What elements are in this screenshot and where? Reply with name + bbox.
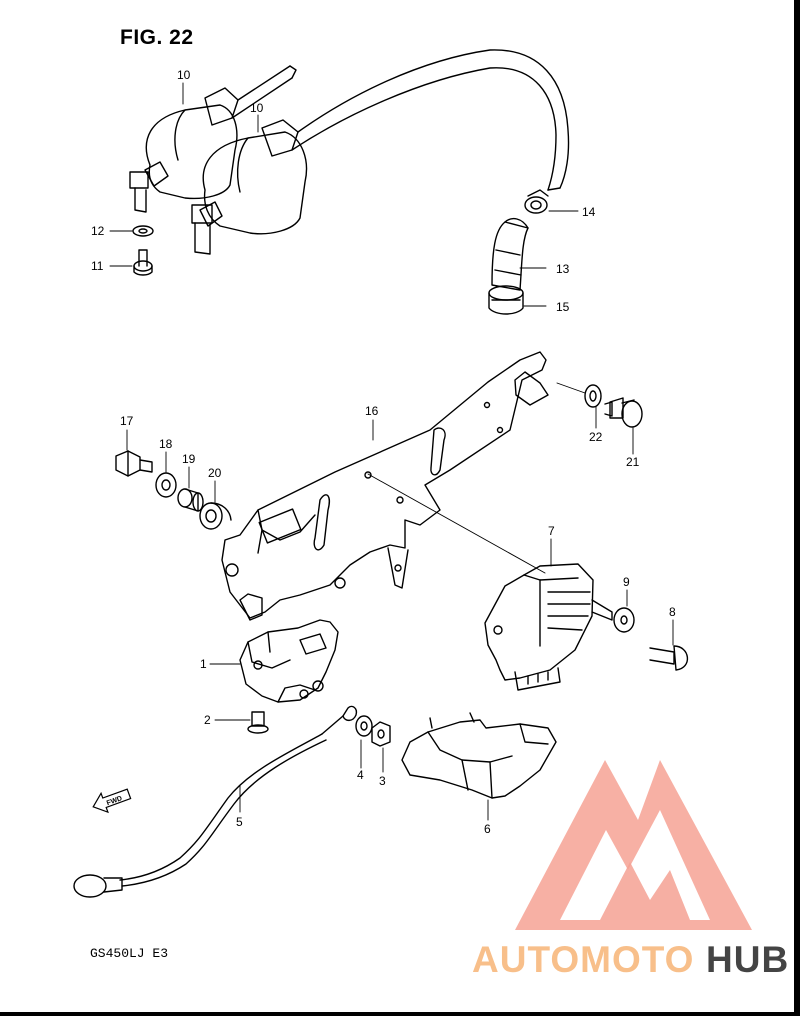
screw-2 <box>247 711 269 734</box>
callout-8: 8 <box>669 605 676 619</box>
washer-9 <box>613 607 635 633</box>
callout-5: 5 <box>236 815 243 829</box>
callout-6: 6 <box>484 822 491 836</box>
collar-19 <box>177 488 204 512</box>
callout-18: 18 <box>159 437 173 451</box>
plug-cap-13 <box>491 217 529 291</box>
bolt-17 <box>115 450 153 477</box>
watermark-text: AUTOMOTO HUB <box>472 939 789 980</box>
regulator-7 <box>484 563 613 691</box>
grommet-20 <box>199 502 232 530</box>
bottom-border <box>0 1012 800 1016</box>
ignition-coil-rear <box>129 65 297 213</box>
nut-3 <box>371 721 391 747</box>
washer-4 <box>355 715 373 737</box>
callout-14: 15 <box>556 300 570 314</box>
callout-1: 1 <box>200 657 207 671</box>
callout-3: 3 <box>379 774 386 788</box>
boot-14 <box>488 285 524 315</box>
bracket-16 <box>221 351 549 621</box>
starter-relay-1 <box>239 619 339 703</box>
cap-15 <box>524 189 549 214</box>
callout-2: 2 <box>204 713 211 727</box>
washer-12 <box>132 225 154 237</box>
callout-15: 14 <box>582 205 596 219</box>
callout-20: 20 <box>208 466 222 480</box>
callout-labels: 10 10 12 11 14 13 15 16 17 18 19 20 22 2… <box>91 68 676 836</box>
washer-22 <box>584 384 602 408</box>
lead-wire-5 <box>73 705 358 898</box>
callout-10b: 10 <box>250 101 264 115</box>
callout-13: 13 <box>556 262 570 276</box>
right-border <box>794 0 800 1016</box>
ignition-coil-front <box>191 49 570 255</box>
callout-12: 12 <box>91 224 105 238</box>
callout-19: 19 <box>182 452 196 466</box>
callout-7: 7 <box>548 524 555 538</box>
figure-title: FIG. 22 <box>120 26 194 49</box>
watermark-text-part1: AUTOMOTO <box>472 939 694 980</box>
watermark-logo <box>515 760 752 930</box>
callout-21: 21 <box>626 455 640 469</box>
callout-10a: 10 <box>177 68 191 82</box>
cover-6 <box>401 712 557 799</box>
model-code: GS450LJ E3 <box>90 946 169 961</box>
callout-16: 16 <box>365 404 379 418</box>
screw-11 <box>133 249 153 276</box>
callout-22: 22 <box>589 430 603 444</box>
screw-8 <box>649 645 689 671</box>
callout-9: 9 <box>623 575 630 589</box>
fwd-arrow: FWD <box>92 788 132 814</box>
callout-17: 17 <box>120 414 134 428</box>
bolt-21 <box>604 397 643 428</box>
callout-11: 11 <box>91 259 104 273</box>
washer-18 <box>155 472 177 498</box>
watermark-text-part2: HUB <box>706 939 789 980</box>
callout-4: 4 <box>357 768 364 782</box>
